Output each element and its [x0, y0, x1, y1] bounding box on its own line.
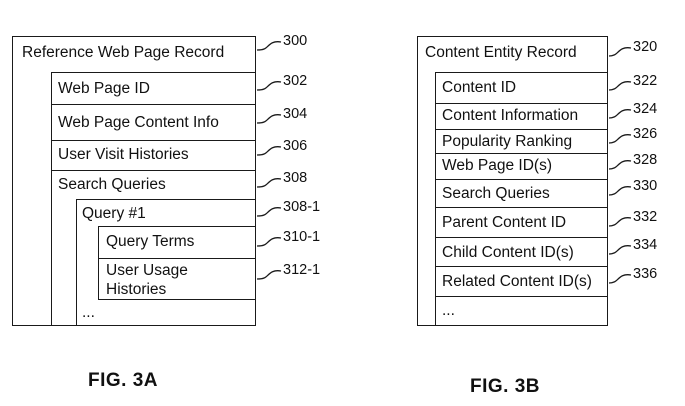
content-id-label: Content ID — [442, 79, 517, 96]
leader-312-1 — [256, 270, 282, 280]
content-entity-record-label: Content Entity Record — [425, 44, 577, 61]
fig3a-ellipsis: ... — [82, 304, 95, 321]
ref-336: 336 — [633, 266, 658, 282]
ref-300: 300 — [283, 33, 308, 49]
child-content-ids-label: Child Content ID(s) — [442, 244, 574, 261]
leader-332 — [608, 217, 632, 227]
leader-322 — [608, 81, 632, 91]
ref-328: 328 — [633, 152, 658, 168]
ref-330: 330 — [633, 178, 658, 194]
leader-320 — [608, 47, 632, 57]
reference-web-page-record-label: Reference Web Page Record — [22, 44, 225, 61]
related-content-ids-label: Related Content ID(s) — [442, 273, 592, 290]
leader-324 — [608, 109, 632, 119]
ref-332: 332 — [633, 209, 658, 225]
ref-322: 322 — [633, 73, 658, 89]
search-queries-label-b: Search Queries — [442, 185, 550, 202]
fig3b-ellipsis: ... — [442, 302, 455, 319]
ref-304: 304 — [283, 106, 308, 122]
ref-312-1: 312-1 — [283, 262, 321, 278]
leader-300 — [256, 41, 282, 51]
user-usage-histories-label-line1: User Usage — [106, 262, 188, 279]
leader-328 — [608, 160, 632, 170]
leader-326 — [608, 134, 632, 144]
popularity-ranking-label: Popularity Ranking — [442, 133, 573, 150]
leader-302 — [256, 81, 282, 91]
query-terms-label: Query Terms — [106, 233, 195, 250]
leader-304 — [256, 114, 282, 124]
web-page-ids-label: Web Page ID(s) — [442, 157, 552, 174]
user-usage-histories-label-line2: Histories — [106, 281, 167, 298]
content-information-label: Content Information — [442, 107, 579, 124]
parent-content-id-label: Parent Content ID — [442, 214, 567, 231]
ref-308: 308 — [283, 170, 308, 186]
query-1-label: Query #1 — [82, 205, 146, 222]
leader-308 — [256, 178, 282, 188]
ref-320: 320 — [633, 39, 658, 55]
leader-310-1 — [256, 237, 282, 247]
ref-334: 334 — [633, 237, 658, 253]
leader-334 — [608, 245, 632, 255]
ref-306: 306 — [283, 138, 308, 154]
leader-336 — [608, 274, 632, 284]
search-queries-label: Search Queries — [58, 176, 166, 193]
leader-308-1 — [256, 207, 282, 217]
leader-330 — [608, 186, 632, 196]
leader-306 — [256, 146, 282, 156]
ref-310-1: 310-1 — [283, 229, 321, 245]
ref-326: 326 — [633, 126, 658, 142]
ref-308-1: 308-1 — [283, 199, 321, 215]
web-page-content-info-label: Web Page Content Info — [58, 114, 219, 131]
ref-302: 302 — [283, 73, 308, 89]
fig3a-caption: FIG. 3A — [88, 370, 159, 391]
fig3b-caption: FIG. 3B — [470, 376, 541, 397]
ref-324: 324 — [633, 101, 658, 117]
user-visit-histories-label: User Visit Histories — [58, 146, 189, 163]
web-page-id-label: Web Page ID — [58, 80, 150, 97]
user-usage-histories-field — [98, 258, 256, 300]
ellipsis-field-b — [435, 296, 608, 326]
